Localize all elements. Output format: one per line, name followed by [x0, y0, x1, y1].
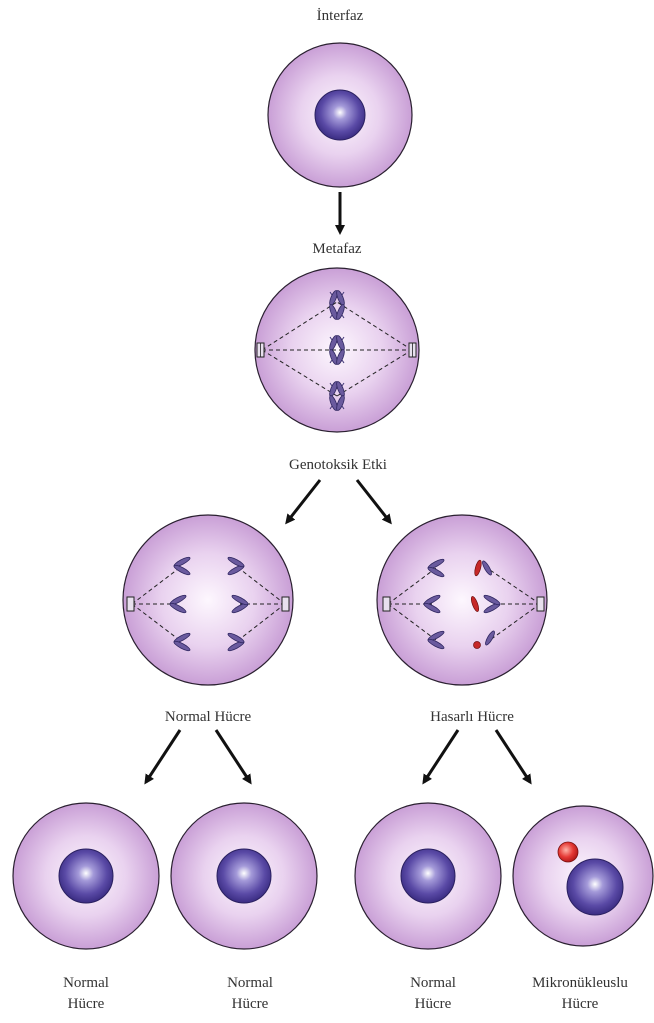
label-genotoxic-effect: Genotoksik Etki	[248, 455, 428, 475]
nucleus	[217, 849, 271, 903]
label-normal-cell: Normal Hücre	[128, 707, 288, 727]
label-result-3-line1: Normal	[373, 973, 493, 993]
acentric-fragment	[474, 642, 481, 649]
label-interphase: İnterfaz	[290, 6, 390, 26]
label-result-1-line1: Normal	[26, 973, 146, 993]
arrow-to-damaged-anaphase	[357, 480, 390, 522]
centrosome-left	[257, 343, 264, 357]
arrow-to-result-2	[216, 730, 250, 782]
result-cell-3	[355, 803, 501, 949]
centrosome-left	[127, 597, 134, 611]
result-cell-1	[13, 803, 159, 949]
interphase-nucleus	[315, 90, 365, 140]
label-damaged-cell: Hasarlı Hücre	[392, 707, 552, 727]
label-result-3-line2: Hücre	[373, 994, 493, 1014]
arrow-to-result-3	[424, 730, 458, 782]
normal-anaphase-cell	[123, 515, 293, 685]
nucleus	[567, 859, 623, 915]
label-result-2-line1: Normal	[190, 973, 310, 993]
nucleus	[59, 849, 113, 903]
label-metaphase: Metafaz	[287, 239, 387, 259]
result-cell-2	[171, 803, 317, 949]
arrow-to-result-4	[496, 730, 530, 782]
damaged-anaphase-cell	[377, 515, 547, 685]
arrow-to-normal-anaphase	[287, 480, 320, 522]
metaphase-cell	[255, 268, 419, 432]
result-cell-4-micronucleated	[513, 806, 653, 946]
arrow-to-result-1	[146, 730, 180, 782]
label-result-2-line2: Hücre	[190, 994, 310, 1014]
centrosome-left	[383, 597, 390, 611]
label-result-1-line2: Hücre	[26, 994, 146, 1014]
centrosome-right	[409, 343, 416, 357]
centrosome-right	[282, 597, 289, 611]
label-result-4-line1: Mikronükleuslu	[510, 973, 650, 993]
interphase-cell	[268, 43, 412, 187]
nucleus	[401, 849, 455, 903]
centrosome-right	[537, 597, 544, 611]
micronucleus	[558, 842, 578, 862]
label-result-4-line2: Hücre	[510, 994, 650, 1014]
